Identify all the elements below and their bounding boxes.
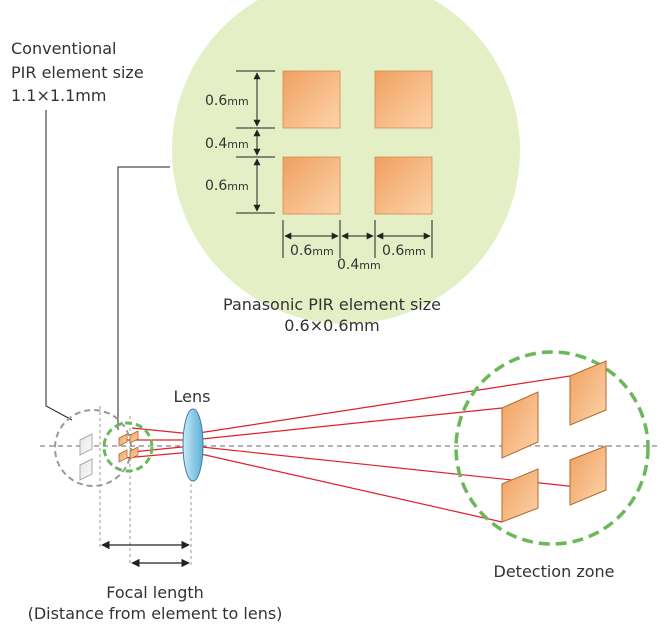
conventional-element-bottom xyxy=(79,458,93,481)
conventional-element-top xyxy=(79,433,93,456)
magnified-view-circle xyxy=(172,0,520,324)
dim-element-height-2: 0.6mm xyxy=(205,178,249,194)
conventional-label-line2: PIR element size xyxy=(11,63,144,82)
conventional-label-line3: 1.1×1.1mm xyxy=(11,86,106,105)
pir-element-bottom-right xyxy=(374,156,433,215)
pir-element-top-left xyxy=(282,70,341,129)
small-element-4 xyxy=(129,446,139,460)
panasonic-leader-line xyxy=(117,166,170,430)
pir-element-top-right xyxy=(374,70,433,129)
conventional-label-line1: Conventional xyxy=(11,39,116,58)
dim-gap-horizontal: 0.4mm xyxy=(337,257,381,273)
dim-element-width-2: 0.6mm xyxy=(382,243,426,259)
focal-length-label-line2: (Distance from element to lens) xyxy=(28,604,283,623)
zone-panel-bottom-right xyxy=(569,445,607,506)
focal-length-label-line1: Focal length xyxy=(106,583,204,602)
vertical-dimension-lines xyxy=(236,70,275,214)
conventional-element-circle xyxy=(54,409,132,487)
panasonic-element-circle xyxy=(102,421,154,473)
conventional-leader-line xyxy=(45,110,73,421)
detection-zone-label: Detection zone xyxy=(494,562,615,581)
small-element-3 xyxy=(118,449,128,463)
dim-gap-vertical: 0.4mm xyxy=(205,136,249,152)
zone-panel-top-left xyxy=(501,391,539,459)
pir-element-bottom-left xyxy=(282,156,341,215)
small-element-1 xyxy=(118,433,128,447)
detection-zone-circle xyxy=(454,350,650,546)
panasonic-size-label-line2: 0.6×0.6mm xyxy=(284,316,379,335)
small-element-2 xyxy=(129,430,139,444)
horizontal-dimension-lines xyxy=(282,220,433,258)
lens-label: Lens xyxy=(174,387,211,406)
dim-element-width-1: 0.6mm xyxy=(290,243,334,259)
zone-panel-top-right xyxy=(569,360,607,426)
panasonic-size-label-line1: Panasonic PIR element size xyxy=(223,295,441,314)
dim-element-height-1: 0.6mm xyxy=(205,93,249,109)
zone-panel-bottom-left xyxy=(501,468,539,523)
lens xyxy=(182,408,204,482)
